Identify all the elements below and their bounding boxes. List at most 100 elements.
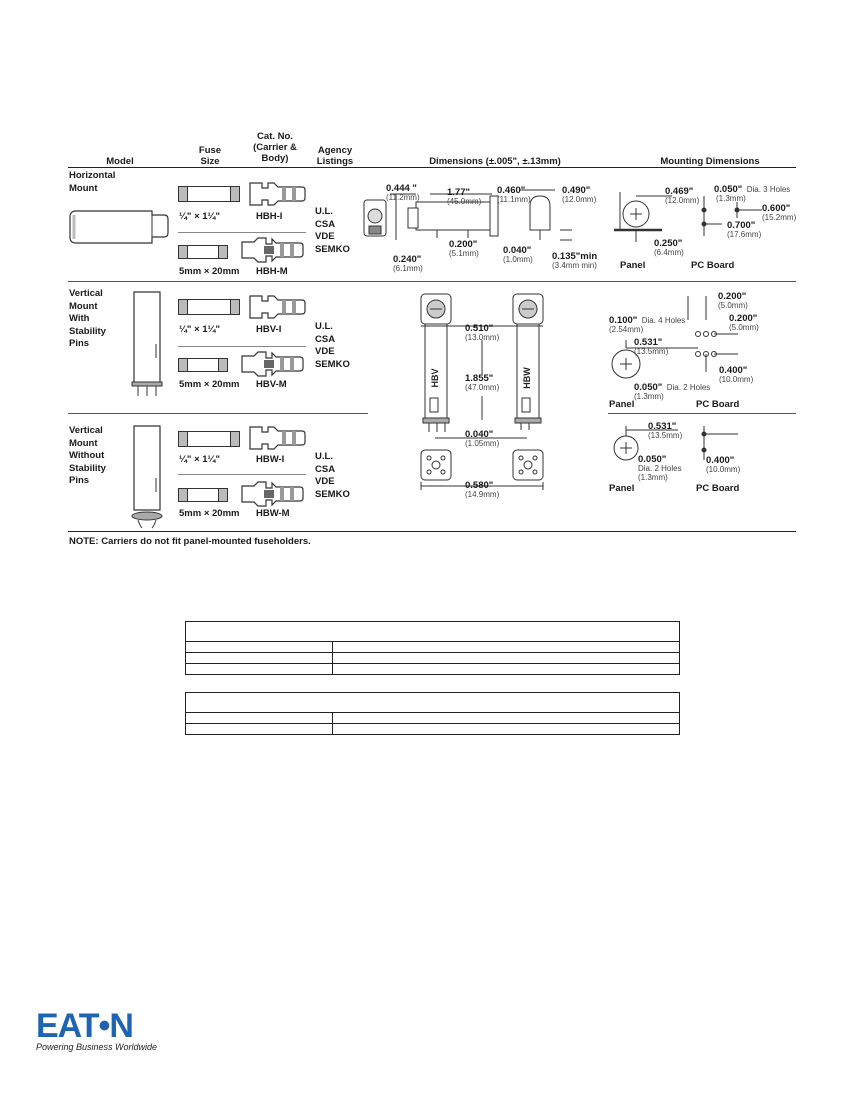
fuse-quarter-icon xyxy=(178,186,240,202)
table-row xyxy=(185,723,680,735)
fuse-size-4: 5mm × 20mm xyxy=(179,379,240,390)
mount-v-6: 0.050" Dia. 2 Holes (1.3mm) xyxy=(634,382,711,401)
carrier-hbh-m-icon xyxy=(241,237,304,263)
mount-v-panel-label: Panel xyxy=(609,399,635,410)
vertical-mounting-drawing xyxy=(611,296,738,379)
table-row xyxy=(185,712,680,724)
cat-no-hbv-m: HBV-M xyxy=(256,379,287,390)
cat-no-hbw-m: HBW-M xyxy=(256,508,290,519)
carrier-hbw-m-icon xyxy=(241,481,304,507)
mount-w-1: 0.531"(13.5mm) xyxy=(648,421,683,440)
carrier-hbh-i-icon xyxy=(249,182,306,206)
horizontal-mounting-drawing xyxy=(614,192,762,242)
hbw-side-label: HBW xyxy=(522,367,532,389)
mount-h-1: 0.469"(12.0mm) xyxy=(665,186,700,205)
carrier-hbv-m-icon xyxy=(241,351,304,377)
dim-h-3: 0.460"(11.1mm) xyxy=(497,185,531,204)
fuse-quarter-icon xyxy=(178,299,240,315)
table-row xyxy=(185,692,680,713)
cat-no-hbv-i: HBV-I xyxy=(256,324,282,335)
carrier-hbw-i-icon xyxy=(249,426,306,450)
dim-v-4: 0.580"(14.9mm) xyxy=(465,480,500,499)
cat-no-hbh-m: HBH-M xyxy=(256,266,288,277)
fuse-size-2: 5mm × 20mm xyxy=(179,266,240,277)
mount-h-panel-label: Panel xyxy=(620,260,646,271)
eaton-logo: EAT•N Powering Business Worldwide xyxy=(36,1007,158,1052)
mount-h-5: 0.250"(6.4mm) xyxy=(654,238,684,257)
mount-w-pcb-label: PC Board xyxy=(696,483,740,494)
table-row xyxy=(185,641,680,653)
mount-v-2: 0.100" Dia. 4 Holes (2.54mm) xyxy=(609,315,686,334)
note-label: NOTE: xyxy=(69,536,99,547)
cat-no-hbh-i: HBH-I xyxy=(256,211,283,222)
eaton-logo-wordmark: EAT•N xyxy=(36,1007,134,1045)
carrier-hbv-i-icon xyxy=(249,295,306,319)
fuse-5mm-icon xyxy=(178,358,228,372)
table-top-rule xyxy=(68,167,796,168)
header-mounting: Mounting Dimensions xyxy=(660,156,760,167)
dim-h-8: 0.135"min(3.4mm min) xyxy=(552,251,598,270)
fuse-divider-2 xyxy=(178,346,306,347)
header-model: Model xyxy=(106,156,134,167)
mount-h-2: 0.050" Dia. 3 Holes (1.3mm) xyxy=(714,184,791,203)
mount-v-4: 0.531"(13.5mm) xyxy=(634,337,669,356)
dim-v-2: 1.855"(47.0mm) xyxy=(465,373,500,392)
horizontal-holder-illustration xyxy=(69,210,169,244)
horizontal-dimension-drawing xyxy=(363,189,572,241)
mount-h-3: 0.600"(15.2mm) xyxy=(762,203,797,222)
mount-w-panel-label: Panel xyxy=(609,483,635,494)
cat-no-hbw-i: HBW-I xyxy=(256,454,285,465)
dim-h-5: 0.200"(5.1mm) xyxy=(449,239,479,258)
mount-h-4: 0.700"(17.6mm) xyxy=(727,220,762,239)
fuse-size-6: 5mm × 20mm xyxy=(179,508,240,519)
hbv-side-label: HBV xyxy=(430,368,440,387)
note-text: Carriers do not fit panel-mounted fuseho… xyxy=(101,536,311,547)
dim-h-6: 0.240"(6.1mm) xyxy=(393,254,423,273)
eaton-tagline: Powering Business Worldwide xyxy=(36,1042,158,1052)
mount-v-pcb-label: PC Board xyxy=(696,399,740,410)
fuse-quarter-icon xyxy=(178,431,240,447)
dim-v-1: 0.510"(13.0mm) xyxy=(465,323,500,342)
header-cat-no: Cat. No.(Carrier &Body) xyxy=(253,131,297,164)
mount-v-3: 0.200"(5.0mm) xyxy=(729,313,759,332)
row-divider-2 xyxy=(68,413,368,414)
vertical-nopins-mounting-drawing xyxy=(613,426,738,461)
dim-h-7: 0.040"(1.0mm) xyxy=(503,245,533,264)
empty-table-1 xyxy=(185,621,680,675)
empty-table-2 xyxy=(185,692,680,735)
fuse-size-3: ¼" × 1¼" xyxy=(179,324,220,335)
header-dimensions: Dimensions (±.005", ±.13mm) xyxy=(429,156,561,167)
vertical-dimension-drawing: HBV HBW xyxy=(420,293,544,490)
mount-h-pcb-label: PC Board xyxy=(691,260,735,271)
mount-v-5: 0.400"(10.0mm) xyxy=(719,365,754,384)
dim-h-2: 1.77"(45.0mm) xyxy=(447,187,482,206)
vertical-holder-no-pins-illustration xyxy=(131,425,163,529)
fuse-5mm-icon xyxy=(178,488,228,502)
mount-w-2: 0.050" Dia. 2 Holes (1.3mm) xyxy=(638,454,682,482)
dim-v-3: 0.040"(1.05mm) xyxy=(465,429,500,448)
row-divider-1 xyxy=(68,281,796,282)
dim-h-4: 0.490"(12.0mm) xyxy=(562,185,597,204)
fuse-size-1: ¼" × 1¼" xyxy=(179,211,220,222)
table-row xyxy=(185,652,680,664)
mount-w-3: 0.400"(10.0mm) xyxy=(706,455,741,474)
fuse-5mm-icon xyxy=(178,245,228,259)
row-divider-2b xyxy=(608,413,796,414)
mount-v-1: 0.200"(5.0mm) xyxy=(718,291,748,310)
table-bottom-rule xyxy=(68,531,796,532)
fuse-size-5: ¼" × 1¼" xyxy=(179,454,220,465)
note: NOTE: Carriers do not fit panel-mounted … xyxy=(69,536,311,547)
dim-h-1: 0.444 "(11.2mm) xyxy=(386,183,420,202)
fuse-divider-1 xyxy=(178,232,306,233)
table-row xyxy=(185,663,680,675)
vertical-holder-pins-illustration xyxy=(131,291,163,396)
fuse-divider-3 xyxy=(178,474,306,475)
